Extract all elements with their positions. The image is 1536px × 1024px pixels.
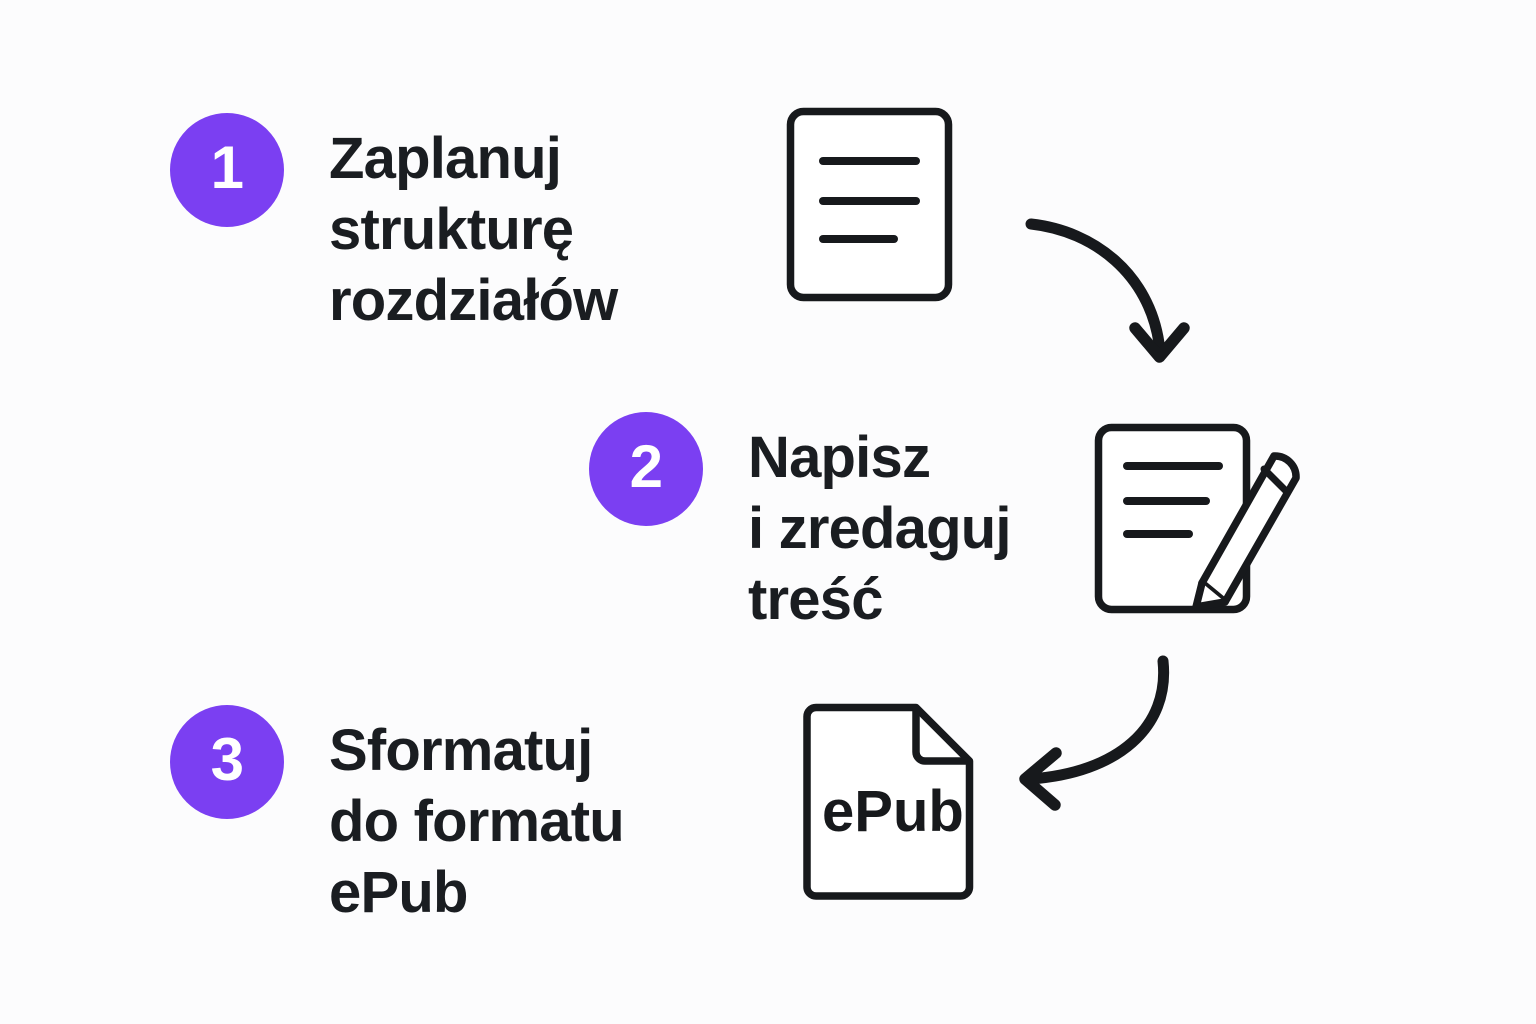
step-number-badge-1: 1: [170, 113, 284, 227]
step-item-3: 3 Sformatuj do formatu ePub: [170, 705, 625, 928]
epub-file-label: ePub: [822, 779, 964, 844]
step-text-2: Napisz i zredaguj treść: [748, 425, 1012, 632]
epub-file-icon: ePub: [795, 699, 980, 914]
step-item-2: 2 Napisz i zredaguj treść: [589, 412, 1012, 635]
step-number-badge-3: 3: [170, 705, 284, 819]
step-number-label-1: 1: [210, 134, 244, 201]
step-number-label-3: 3: [210, 726, 244, 793]
curved-arrow-down-right-icon: [1015, 205, 1205, 380]
step-number-label-2: 2: [629, 433, 663, 500]
step-number-badge-2: 2: [589, 412, 703, 526]
curved-arrow-down-left-icon: [1000, 645, 1195, 811]
document-lines-icon: [782, 103, 957, 308]
step-text-1: Zaplanuj strukturę rozdziałów: [329, 126, 618, 333]
step-item-1: 1 Zaplanuj strukturę rozdziałów: [170, 113, 618, 336]
document-edit-pencil-icon: [1090, 416, 1315, 621]
step-text-3: Sformatuj do formatu ePub: [329, 718, 625, 925]
